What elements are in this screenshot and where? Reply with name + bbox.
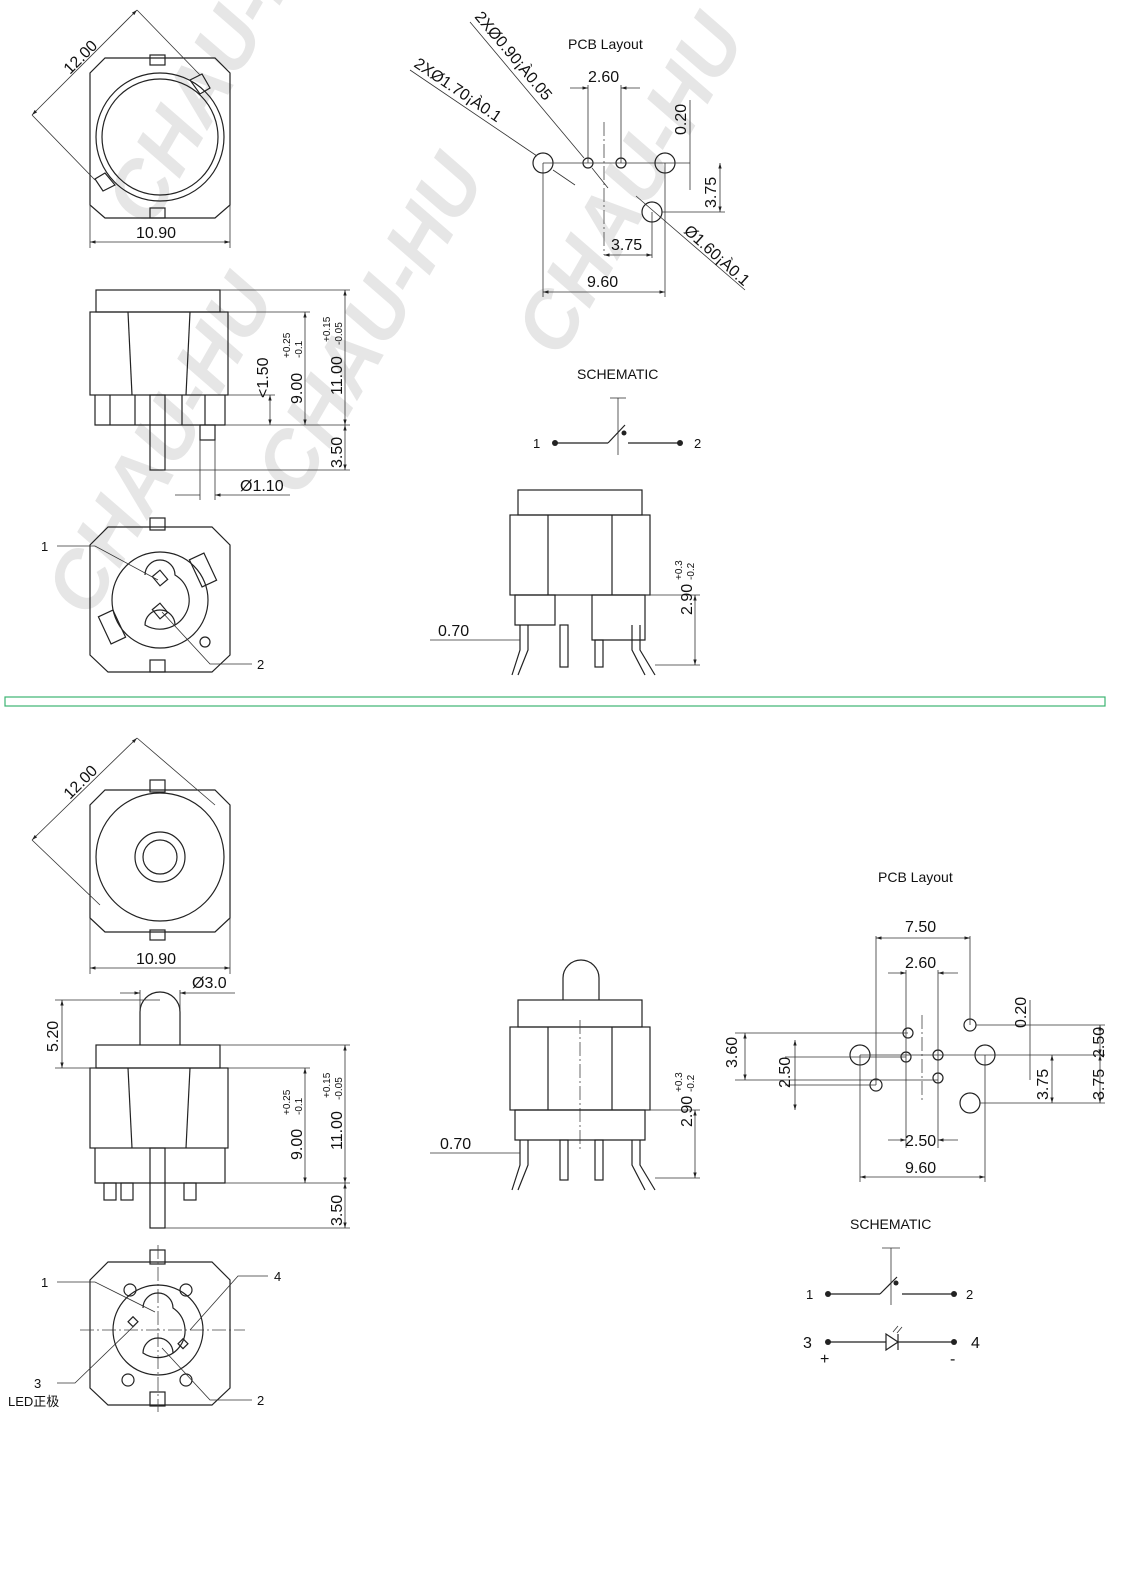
label-watermark: CHAU-HU: [498, 0, 763, 369]
dim-diagonal: 12.00: [61, 37, 101, 77]
label-front-view-d290-tol-minus: -0.2: [686, 562, 697, 580]
label-schematic-pin3: 3: [803, 1335, 812, 1352]
dim-width: 10.90: [136, 225, 176, 242]
label-side-view-d1100-tol-minus: -0.05: [334, 322, 345, 345]
label-front-view-d290-tol-plus: +0.3: [674, 560, 685, 580]
label-side-view-d350: 3.50: [329, 437, 346, 468]
label-schematic-minus: -: [950, 1351, 955, 1368]
label-schematic-plus: +: [820, 1351, 829, 1368]
label-bottom-view-pin2: 2: [257, 1393, 264, 1408]
label-schematic-title: SCHEMATIC: [577, 366, 658, 382]
label-side-view-d900-tol-minus: -0.1: [294, 340, 305, 358]
led-diode-icon: [885, 1332, 900, 1352]
side-view-switch: <1.50 9.00 +0.25 -0.1 11.00 +0.15 -0.05 …: [89, 289, 350, 500]
label-side-view-d520: 5.20: [45, 1021, 62, 1052]
schematic-top: SCHEMATIC 1 2: [533, 366, 701, 455]
label-front-view-d290-tol-minus: -0.2: [686, 1074, 697, 1092]
label-pcb-d960: 9.60: [587, 274, 618, 291]
label-side-view-d1100-tol-plus: +0.15: [322, 316, 333, 342]
label-side-view-d1100: 11.00: [329, 1111, 346, 1150]
label-top-view-diag: 12.00: [61, 762, 101, 802]
label-side-view-d150: <1.50: [255, 357, 272, 398]
label-bottom-view-led-anode: LED正极: [8, 1394, 59, 1409]
label-bottom-view-pin4: 4: [274, 1269, 281, 1284]
label-pcb-d960: 9.60: [905, 1160, 936, 1177]
bottom-view-switch: 1 2: [41, 517, 264, 673]
label-side-view-d1100-tol-plus: +0.15: [322, 1072, 333, 1098]
watermark: CHAU-HU CHAU-HU CHAU-HU CHAU-HU: [28, 0, 763, 629]
label-bottom-view-pin2: 2: [257, 657, 264, 672]
label-front-view-d290: 2.90: [679, 584, 696, 615]
label-pcb-d250-right: 2.50: [1091, 1027, 1108, 1058]
label-pcb-d260: 2.60: [905, 955, 936, 972]
label-pcb-d260: 2.60: [588, 69, 619, 86]
label-pcb-d360: 3.60: [724, 1037, 741, 1068]
label-side-view-d1100-tol-minus: -0.05: [334, 1077, 345, 1100]
front-view-switch: 2.90 +0.3 -0.2 0.70: [430, 489, 700, 676]
label-schematic-pin1: 1: [806, 1287, 813, 1302]
label-schematic-pin4: 4: [971, 1335, 980, 1352]
label-schematic-pin1: 1: [533, 436, 540, 451]
label-pcb-hole-small: 2XØ0.90¡À0.05: [471, 7, 557, 104]
label-pcb-title: PCB Layout: [568, 36, 643, 52]
label-bottom-view-pin3: 3: [34, 1376, 41, 1391]
label-side-view-d1100: 11.00: [329, 356, 346, 395]
label-pcb-d375h: 3.75: [611, 237, 642, 254]
label-side-view-d900-tol-plus: +0.25: [282, 332, 293, 358]
section-separator: [4, 696, 1106, 707]
label-schematic-pin2: 2: [694, 436, 701, 451]
front-view-led-switch: 2.90 +0.3 -0.2 0.70: [430, 959, 700, 1191]
schematic-bottom: SCHEMATIC 1 2 3 4 + -: [803, 1216, 980, 1368]
label-front-view-d290: 2.90: [679, 1096, 696, 1127]
label-watermark: CHAU-HU: [88, 0, 353, 239]
label-side-view-led-dia: Ø3.0: [192, 975, 227, 992]
side-view-led-switch: 5.20 Ø3.0 9.00 +0.25 -0.1 11.00 +0.15 -0…: [45, 975, 350, 1229]
label-pcb-d020: 0.20: [1013, 997, 1030, 1028]
label-pcb-d250-bottom: 2.50: [905, 1133, 936, 1150]
label-side-view-d900: 9.00: [289, 1129, 306, 1160]
pcb-layout-bottom: PCB Layout 7.50 2.60 2.50 9.60 0.20 3.75…: [724, 869, 1108, 1182]
label-pcb-d375v: 3.75: [703, 177, 720, 208]
label-pcb-d020: 0.20: [673, 104, 690, 135]
label-pcb-d375-inner: 3.75: [1035, 1069, 1052, 1100]
label-front-view-d070: 0.70: [438, 623, 469, 640]
label-pcb-d750: 7.50: [905, 919, 936, 936]
label-bottom-view-pin1: 1: [41, 539, 48, 554]
label-side-view-d900: 9.00: [289, 373, 306, 404]
label-side-view-d900-tol-plus: +0.25: [282, 1089, 293, 1115]
label-pcb-hole-large: 2XØ1.70¡À0.1: [411, 54, 506, 127]
label-schematic-pin2: 2: [966, 1287, 973, 1302]
label-top-view-width: 10.90: [136, 951, 176, 968]
label-schematic-title: SCHEMATIC: [850, 1216, 931, 1232]
label-bottom-view-pin1: 1: [41, 1275, 48, 1290]
label-side-view-d900-tol-minus: -0.1: [294, 1097, 305, 1115]
top-view-led-switch: 12.00 10.90: [31, 737, 231, 974]
label-pcb-d250-left: 2.50: [777, 1057, 794, 1088]
bottom-view-led-switch: 1 4 3 LED正极 2: [8, 1245, 281, 1412]
label-pcb-title: PCB Layout: [878, 869, 953, 885]
label-side-view-d350: 3.50: [329, 1195, 346, 1226]
label-front-view-d070: 0.70: [440, 1136, 471, 1153]
label-side-view-pin-dia: Ø1.10: [240, 478, 284, 495]
label-pcb-hole-mount: Ø1.60¡À0.1: [680, 221, 754, 290]
label-front-view-d290-tol-plus: +0.3: [674, 1072, 685, 1092]
label-pcb-d375-right: 3.75: [1091, 1069, 1108, 1100]
